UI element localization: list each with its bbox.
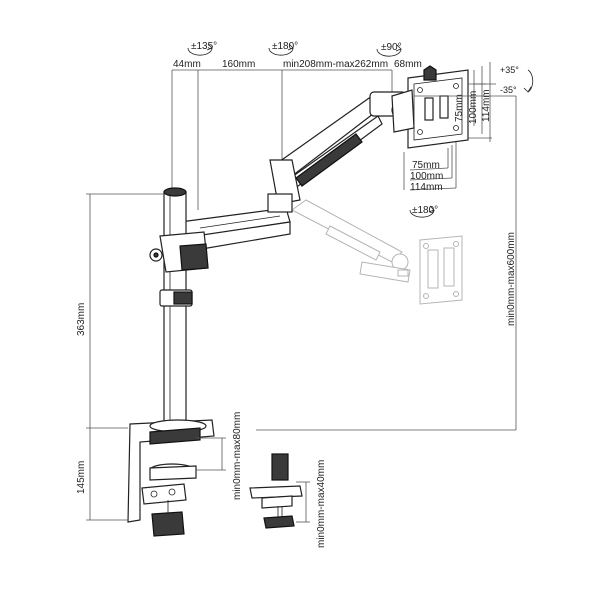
- clamp-height-lines: [86, 428, 128, 521]
- vesa-114-horizontal: 114mm: [410, 182, 443, 193]
- dim-head-depth: 68mm: [394, 59, 422, 70]
- tilt-down-label: -35°: [500, 85, 517, 95]
- vesa-75-horizontal: 75mm: [412, 160, 440, 171]
- vesa-100-horizontal: 100mm: [410, 171, 443, 182]
- vesa-dimension-lines: [403, 62, 492, 191]
- height-range-lines: [256, 95, 517, 431]
- dim-height-range: min0mm-max600mm: [506, 232, 517, 326]
- vesa-100-vertical: 100mm: [468, 91, 479, 124]
- rotation-label-head: ±180°: [412, 205, 438, 216]
- top-dimension-lines: [171, 69, 393, 210]
- vesa-114-vertical: 114mm: [481, 89, 492, 122]
- pole-height-lines: [86, 193, 164, 429]
- clamp-range-lines: [196, 437, 226, 471]
- dim-clamp-range: min0mm-max80mm: [232, 412, 243, 500]
- dim-grommet-range: min0mm-max40mm: [316, 460, 327, 548]
- tilt-up-label: +35°: [500, 65, 519, 75]
- dim-clamp-height: 145mm: [76, 461, 87, 494]
- grommet-mount: [249, 453, 310, 529]
- rotation-label-arm: ±180°: [272, 41, 298, 52]
- desk-clamp: [127, 419, 215, 537]
- rotation-icon-arm: [268, 43, 294, 56]
- rotation-icon-tilt-head: [376, 44, 402, 57]
- rotation-label-tilt-head: ±90°: [381, 42, 402, 53]
- rotation-icon-head: [409, 205, 435, 218]
- ghost-arm-lowered: [291, 199, 463, 305]
- rotation-label-base: ±135°: [191, 41, 217, 52]
- dim-pole-offset: 44mm: [173, 59, 201, 70]
- gas-spring-arm: [269, 89, 415, 205]
- rotation-icon-base: [187, 43, 213, 56]
- dim-arm-length: 160mm: [222, 59, 255, 70]
- dim-pole-height: 363mm: [76, 303, 87, 336]
- pole: [149, 187, 209, 423]
- dim-arm-reach: min208mm-max262mm: [283, 59, 388, 70]
- vesa-75-vertical: 75mm: [454, 94, 465, 122]
